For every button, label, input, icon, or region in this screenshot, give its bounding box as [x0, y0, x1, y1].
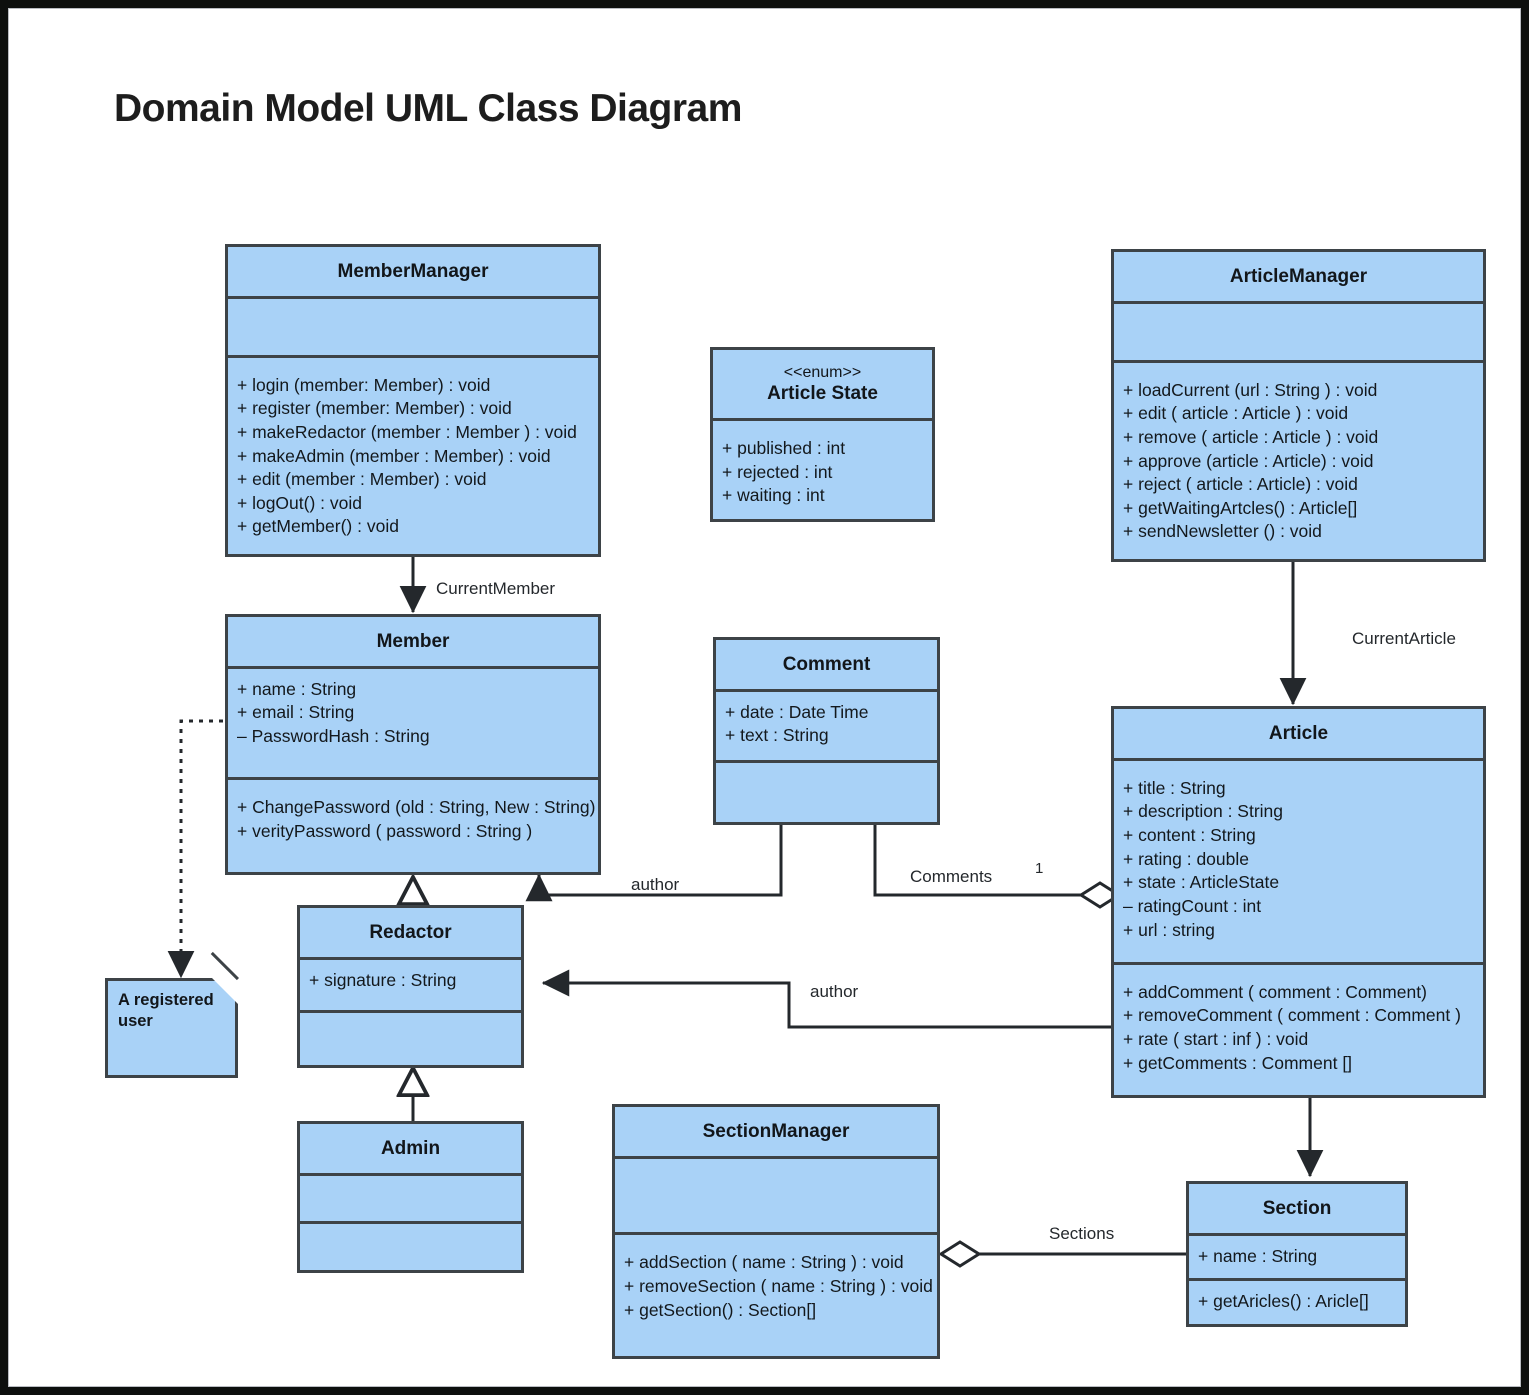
class-attributes-articlestate: + published : int + rejected : int + wai…: [713, 418, 932, 519]
operation-row: + reject ( article : Article) : void: [1123, 474, 1358, 495]
class-name-membermanager: MemberManager: [337, 261, 489, 282]
attribute-row: + name : String: [1198, 1245, 1318, 1266]
class-operations-articlemanager: + loadCurrent (url : String ) : void + e…: [1114, 359, 1483, 559]
page-title: Domain Model UML Class Diagram: [114, 87, 742, 130]
class-box-member[interactable]: Member + name : String + email : String …: [225, 614, 601, 875]
operation-row: + approve (article : Article) : void: [1123, 450, 1374, 471]
class-box-membermanager[interactable]: MemberManager + login (member: Member) :…: [225, 244, 601, 557]
operation-row: + sendNewsletter () : void: [1123, 521, 1322, 542]
attribute-row: + title : String: [1123, 777, 1226, 798]
attribute-row: + signature : String: [309, 969, 457, 990]
operation-row: + getAricles() : Aricle[]: [1198, 1291, 1369, 1312]
note-registered-user[interactable]: A registered user: [105, 951, 239, 1078]
operation-row: + getMember() : void: [237, 516, 399, 537]
operation-row: + removeComment ( comment : Comment ): [1123, 1005, 1461, 1026]
edge-label-sections: Sections: [1049, 1224, 1115, 1243]
class-operations-sectionmanager: + addSection ( name : String ) : void + …: [615, 1232, 937, 1356]
class-operations-redactor: [300, 1009, 521, 1065]
attribute-row: + rating : double: [1123, 848, 1249, 869]
operation-row: + remove ( article : Article ) : void: [1123, 426, 1379, 447]
operation-row: + logOut() : void: [237, 492, 362, 513]
class-attributes-articlemanager: [1114, 300, 1483, 360]
class-attributes-section: + name : String: [1189, 1232, 1405, 1279]
class-attributes-comment: + date : Date Time + text : String: [716, 688, 937, 760]
class-operations-comment: [716, 759, 937, 822]
class-attributes-membermanager: [228, 295, 598, 355]
operation-row: + edit (member : Member) : void: [237, 469, 487, 490]
operation-row: + getSection() : Section[]: [624, 1299, 817, 1320]
attribute-row: + description : String: [1123, 801, 1284, 822]
class-box-articlemanager[interactable]: ArticleManager + loadCurrent (url : Stri…: [1111, 249, 1486, 562]
operation-row: + ChangePassword (old : String, New : St…: [237, 797, 596, 818]
class-box-articlestate[interactable]: <<enum>> Article State + published : int…: [710, 347, 935, 522]
class-name-admin: Admin: [380, 1138, 441, 1159]
operation-row: + register (member: Member) : void: [237, 398, 512, 419]
attribute-row: – PasswordHash : String: [237, 726, 430, 747]
edge-label-comments-multiplicity: 1: [1035, 860, 1044, 877]
attribute-row: + email : String: [237, 702, 355, 723]
class-operations-article: + addComment ( comment : Comment) + remo…: [1114, 961, 1483, 1095]
edge-label-author-comment: author: [631, 875, 680, 894]
attribute-row: + name : String: [237, 678, 357, 699]
edge-label-current-member: CurrentMember: [436, 579, 556, 598]
operation-row: + loadCurrent (url : String ) : void: [1123, 379, 1378, 400]
attribute-row: + published : int: [722, 438, 846, 459]
class-attributes-redactor: + signature : String: [300, 956, 521, 1010]
operation-row: + addComment ( comment : Comment): [1123, 981, 1427, 1002]
note-text: A registered user: [118, 991, 214, 1030]
attribute-row: + content : String: [1123, 825, 1256, 846]
class-name-article: Article: [1268, 723, 1329, 744]
operation-row: + removeSection ( name : String ) : void: [624, 1276, 933, 1297]
diagram-canvas: Domain Model UML Class Diagram: [8, 8, 1521, 1387]
operation-row: + addSection ( name : String ) : void: [624, 1252, 904, 1273]
attribute-row: + state : ArticleState: [1123, 872, 1280, 893]
class-box-admin[interactable]: Admin: [297, 1121, 524, 1273]
class-name-articlemanager: ArticleManager: [1229, 266, 1368, 287]
operation-row: + makeAdmin (member : Member) : void: [237, 445, 551, 466]
class-name-sectionmanager: SectionManager: [702, 1121, 850, 1142]
note-fold-line-icon: [210, 951, 239, 981]
attribute-row: – ratingCount : int: [1123, 895, 1262, 916]
edge-label-current-article: CurrentArticle: [1352, 629, 1456, 648]
class-box-article[interactable]: Article + title : String + description :…: [1111, 706, 1486, 1098]
class-name-text: Article State: [767, 383, 878, 405]
operation-row: + makeRedactor (member : Member ) : void: [237, 421, 577, 442]
class-name-articlestate: <<enum>> Article State: [713, 350, 932, 418]
attribute-row: + url : string: [1123, 919, 1215, 940]
note-fold-icon: [212, 978, 238, 1004]
aggregation-diamond-sections: [938, 1240, 982, 1268]
class-attributes-member: + name : String + email : String – Passw…: [228, 665, 598, 777]
class-box-section[interactable]: Section + name : String + getAricles() :…: [1186, 1181, 1408, 1327]
class-operations-section: + getAricles() : Aricle[]: [1189, 1278, 1405, 1324]
class-box-sectionmanager[interactable]: SectionManager + addSection ( name : Str…: [612, 1104, 940, 1359]
class-name-comment: Comment: [782, 654, 871, 675]
operation-row: + getWaitingArtcles() : Article[]: [1123, 497, 1358, 518]
class-stereotype-enum: <<enum>>: [783, 364, 862, 381]
class-name-member: Member: [376, 631, 450, 652]
operation-row: + rate ( start : inf ) : void: [1123, 1029, 1309, 1050]
attribute-row: + date : Date Time: [725, 701, 869, 722]
operation-row: + edit ( article : Article ) : void: [1123, 403, 1349, 424]
class-operations-member: + ChangePassword (old : String, New : St…: [228, 777, 598, 872]
class-box-comment[interactable]: Comment + date : Date Time + text : Stri…: [713, 637, 940, 825]
class-attributes-admin: [300, 1172, 521, 1222]
class-attributes-article: + title : String + description : String …: [1114, 757, 1483, 962]
edge-label-comments: Comments: [910, 867, 993, 886]
attribute-row: + waiting : int: [722, 485, 825, 506]
edge-label-author-article: author: [810, 982, 859, 1001]
operation-row: + getComments : Comment []: [1123, 1052, 1353, 1073]
class-box-redactor[interactable]: Redactor + signature : String: [297, 905, 524, 1068]
class-name-redactor: Redactor: [369, 922, 452, 943]
attribute-row: + rejected : int: [722, 461, 833, 482]
attribute-row: + text : String: [725, 725, 829, 746]
class-operations-admin: [300, 1221, 521, 1270]
class-attributes-sectionmanager: [615, 1155, 937, 1233]
class-name-section: Section: [1262, 1198, 1332, 1219]
operation-row: + login (member: Member) : void: [237, 374, 491, 395]
class-operations-membermanager: + login (member: Member) : void + regist…: [228, 354, 598, 554]
operation-row: + verityPassword ( password : String ): [237, 820, 533, 841]
